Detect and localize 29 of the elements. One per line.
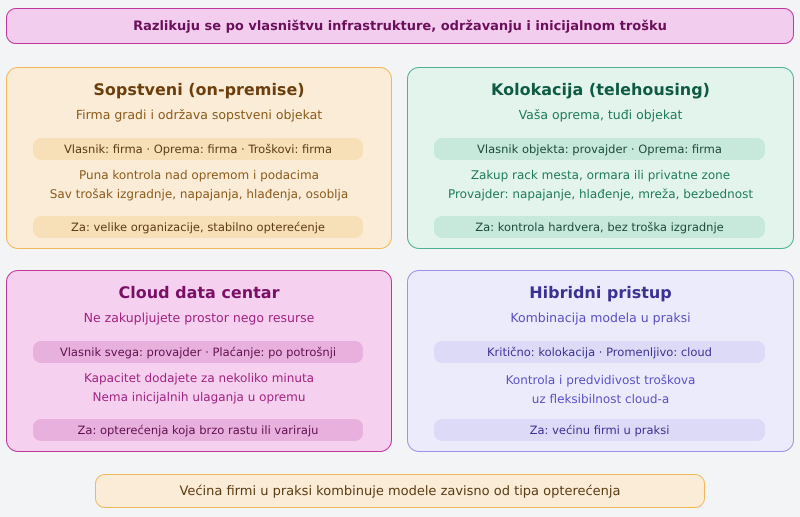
card-title: Kolokacija (telehousing) (490, 80, 711, 99)
card-text: Kontrola i predvidivost troškova uz fleksibilnost cloud-a (504, 372, 696, 408)
use-case-tag: Za: većinu firmi u praksi (434, 419, 765, 441)
info-card (407, 67, 794, 249)
use-case-tag: Za: kontrola hardvera, bez troška izgradnje (434, 216, 765, 238)
info-tag: Vlasnik objekta: provajder · Oprema: firma (434, 138, 765, 160)
info-card (6, 67, 392, 249)
card-text: Sav trošak izgradnje, napajanja, hlađenja, osoblja (48, 187, 350, 201)
info-tag: Kritično: kolokacija · Promenljivo: cloud (434, 341, 765, 363)
card-subtitle: Vaša oprema, tuđi objekat (518, 107, 684, 122)
info-tag: Vlasnik svega: provajder · Plaćanje: po potrošnji (33, 341, 363, 363)
card-subtitle: Kombinacija modela u praksi (509, 310, 692, 325)
card-text: Kapacitet dodajete za nekoliko minuta (82, 371, 316, 385)
header-banner: Razlikuju se po vlasništvu infrastrukture, održavanju i inicijalnom trošku (6, 8, 794, 44)
card-title: Sopstveni (on-premise) (92, 80, 306, 99)
card-title: Cloud data centar (118, 283, 280, 302)
card-text: Zakup rack mesta, ormara ili privatne zone (470, 168, 732, 182)
card-title: Hibridni pristup (528, 283, 673, 302)
card-text: Puna kontrola nad opremom i podacima (78, 168, 320, 182)
info-card (407, 270, 794, 452)
footer-banner: Većina firmi u praksi kombinuje modele zavisno od tipa opterećenja (95, 474, 705, 508)
card-subtitle: Firma gradi i održava sopstveni objekat (74, 107, 324, 122)
card-text: Nema inicijalnih ulaganja u opremu (92, 390, 306, 404)
use-case-tag: Za: opterećenja koja brzo rastu ili variraju (33, 419, 363, 441)
info-tag: Vlasnik: firma · Oprema: firma · Troškovi: firma (33, 138, 363, 160)
card-subtitle: Ne zakupljujete prostor nego resurse (82, 310, 316, 325)
card-text: Provajder: napajanje, hlađenje, mreža, bezbednost (446, 187, 754, 201)
info-card (6, 270, 392, 452)
use-case-tag: Za: velike organizacije, stabilno opterećenje (33, 216, 363, 238)
